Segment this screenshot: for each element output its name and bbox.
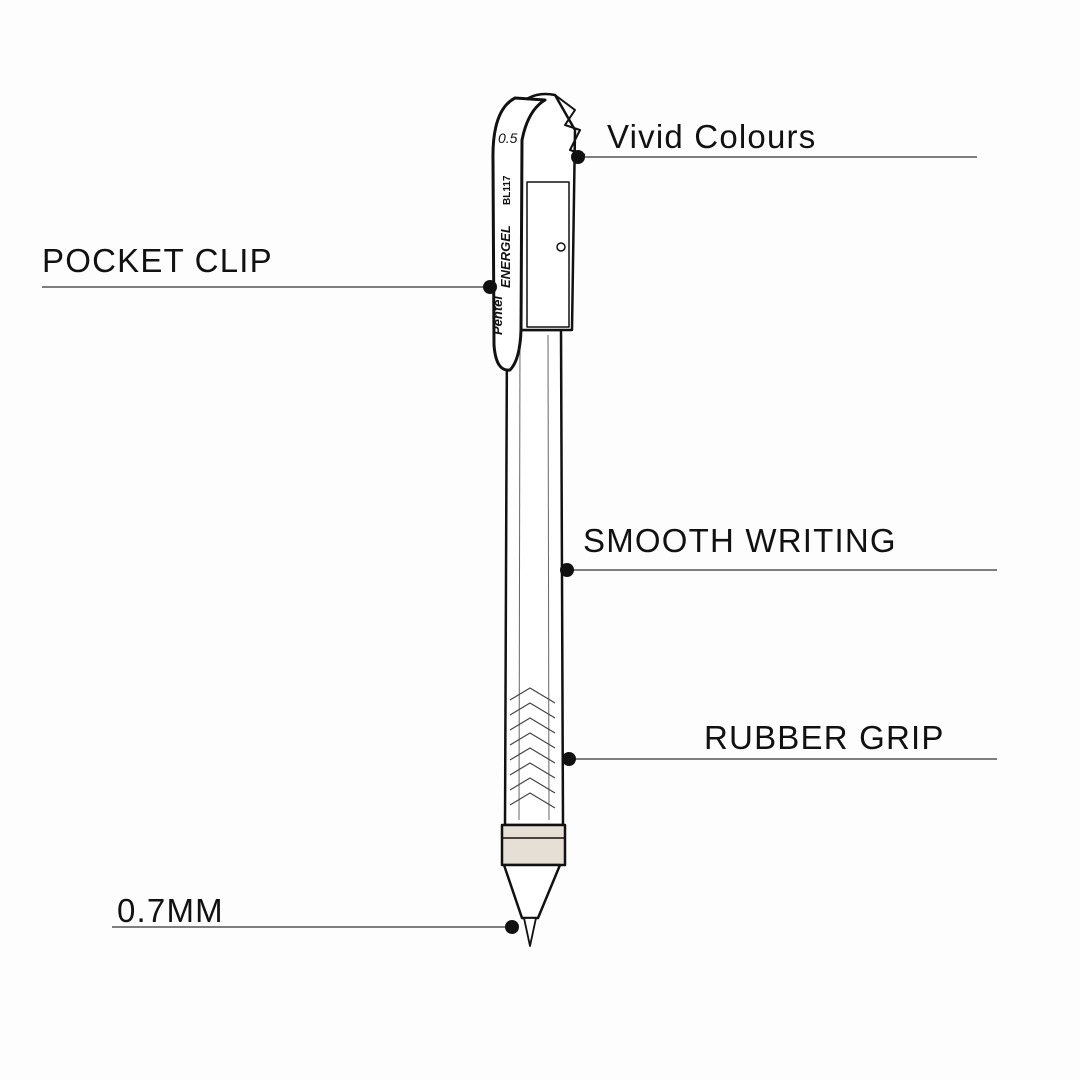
pen-cone (502, 863, 562, 920)
vivid-colours-dot (571, 150, 585, 164)
pocket-clip-label: POCKET CLIP (42, 242, 273, 279)
smooth-writing-dot (560, 563, 574, 577)
vivid-colours-label: Vivid Colours (607, 118, 817, 155)
size-marking: 0.5 (498, 130, 518, 146)
brand-marking: Pentel (490, 296, 505, 335)
tip-size-label: 0.7MM (117, 892, 224, 929)
pocket-clip-dot (483, 280, 497, 294)
pocket-clip (491, 96, 547, 372)
rubber-grip (509, 687, 556, 809)
rubber-grip-label: RUBBER GRIP (704, 719, 945, 756)
model-marking: BL117 (502, 175, 513, 205)
tip-size-dot (505, 920, 519, 934)
grip-ring (500, 823, 567, 867)
smooth-writing-label: SMOOTH WRITING (583, 522, 897, 559)
rubber-grip-dot (562, 752, 576, 766)
product-marking: ENERGEL (498, 225, 513, 288)
pen-tip (523, 917, 537, 947)
